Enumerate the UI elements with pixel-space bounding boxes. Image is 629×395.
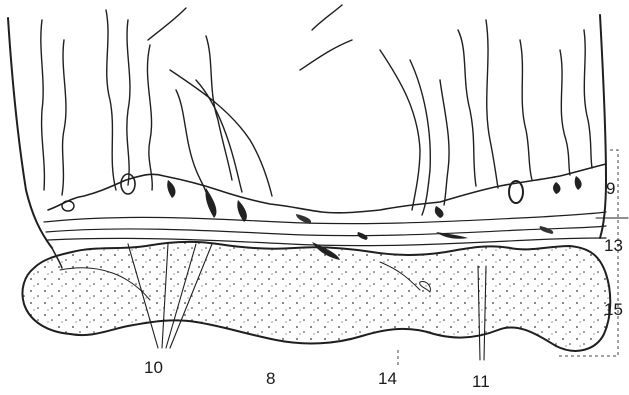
right-wall (600, 15, 606, 238)
upper-layer-9 (48, 164, 606, 222)
label-10: 10 (144, 358, 163, 377)
label-15: 15 (604, 300, 623, 319)
stippled-lower-mass (22, 242, 610, 351)
label-11: 11 (472, 372, 490, 391)
label-9: 9 (606, 179, 615, 198)
label-14: 14 (378, 369, 397, 388)
label-13: 13 (604, 236, 623, 255)
left-wall (8, 18, 62, 268)
label-8: 8 (266, 369, 275, 388)
